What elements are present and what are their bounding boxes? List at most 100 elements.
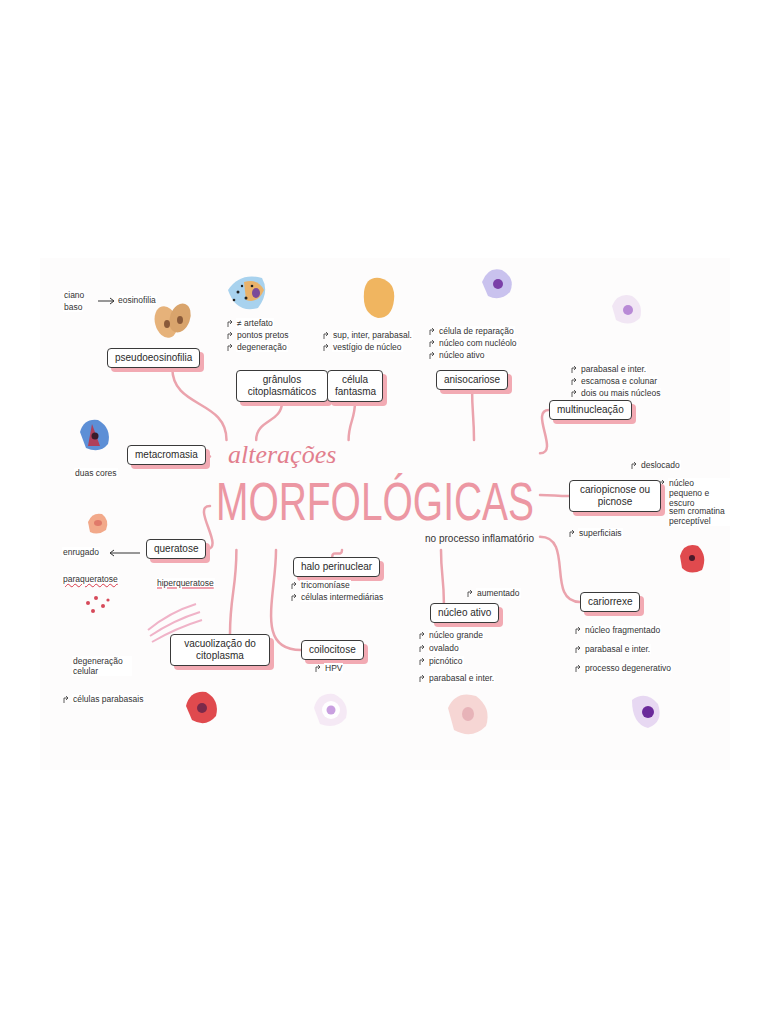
paper-sheet [40, 258, 730, 770]
note-text: sem cromatina perceptível [668, 506, 730, 526]
topic-text: vacuolização do citoplasma [178, 638, 262, 662]
note-text: degeneração celular [72, 656, 132, 676]
topic-box: cariopicnose ou picnose [569, 480, 661, 512]
topic-box: grânulos citoplasmáticos [236, 370, 328, 402]
note-text: núcleo pequeno e escuro [668, 478, 730, 509]
bullet-arrow [316, 665, 320, 672]
bullet-arrow [292, 582, 296, 589]
note-text: células parabasais [72, 694, 144, 704]
topic-box: coilocitose [301, 640, 364, 660]
note-text: vestígio de núcleo [332, 342, 403, 352]
branch-line [332, 550, 342, 557]
title-main: MORFOLÓGICAS [216, 470, 534, 532]
topic-text: queratose [154, 543, 198, 555]
branch-line [256, 402, 282, 440]
branch-line [349, 402, 355, 440]
note-text: HPV [324, 663, 343, 673]
bullet-arrow [324, 332, 328, 339]
note-text: parabasal e inter. [428, 673, 495, 683]
note-text: ≠ artefato [236, 318, 274, 328]
bullet-arrow [228, 332, 232, 339]
note-text: pontos pretos [236, 330, 290, 340]
bullet-arrow [430, 340, 434, 347]
topic-text: núcleo ativo [438, 607, 491, 619]
bullet-arrow [64, 696, 68, 703]
bullet-arrow [430, 352, 434, 359]
topic-text: cariorrexe [588, 596, 632, 608]
note-text: aumentado [476, 588, 521, 598]
topic-text: anisocariose [444, 374, 500, 386]
note-text: baso [63, 302, 83, 312]
bullet-arrow [324, 344, 328, 351]
topic-box: pseudoeosinofilia [107, 348, 200, 368]
bullet-arrow [632, 462, 636, 469]
bullet-arrow [576, 627, 580, 634]
bullet-arrow [572, 366, 576, 373]
note-text: picnótico [428, 656, 464, 666]
branch-line [540, 495, 569, 496]
note-text: escamosa e colunar [580, 376, 658, 386]
bullet-arrow [572, 390, 576, 397]
topic-box: anisocariose [436, 370, 508, 390]
topic-text: cariopicnose ou picnose [577, 484, 653, 508]
note-text: superficiais [578, 528, 623, 538]
note-text: hiperqueratose [156, 578, 215, 588]
bullet-arrow [228, 344, 232, 351]
bullet-arrow [420, 645, 424, 652]
central-topic: alteraçõesMORFOLÓGICASno processo inflam… [210, 440, 540, 550]
subtitle: no processo inflamatório [425, 533, 534, 544]
note-text: ovalado [428, 643, 460, 653]
topic-text: pseudoeosinofilia [115, 352, 192, 364]
topic-box: queratose [146, 539, 206, 559]
branch-line [540, 410, 549, 453]
note-text: ciano [63, 290, 85, 300]
bullet-arrow [430, 328, 434, 335]
note-text: parabasal e inter. [580, 364, 647, 374]
note-text: eosinofilia [117, 295, 157, 305]
note-text: deslocado [640, 460, 681, 470]
topic-box: metacromasia [127, 445, 206, 465]
branch-line [472, 390, 474, 440]
note-text: parabasal e inter. [584, 644, 651, 654]
bullet-arrow [420, 675, 424, 682]
topic-text: coilocitose [309, 644, 356, 656]
topic-box: núcleo ativo [430, 603, 499, 623]
bullet-arrow [576, 665, 580, 672]
bullet-arrow [572, 378, 576, 385]
topic-text: multinucleação [557, 404, 624, 416]
note-text: núcleo grande [428, 630, 484, 640]
bullet-arrow [420, 658, 424, 665]
branch-line [206, 455, 210, 457]
topic-box: halo perinuclear [293, 557, 380, 577]
branch-line [441, 550, 444, 603]
topic-box: cariorrexe [580, 592, 640, 612]
topic-text: grânulos citoplasmáticos [244, 374, 320, 398]
branch-line [172, 368, 226, 440]
bullet-arrow [468, 590, 472, 597]
topic-box: célula fantasma [327, 370, 383, 402]
note-text: paraqueratose [62, 574, 119, 584]
note-text: duas cores [74, 468, 118, 478]
note-text: processo degenerativo [584, 663, 672, 673]
note-text: células intermediárias [300, 592, 384, 602]
note-text: núcleo com nucléolo [438, 338, 518, 348]
topic-box: vacuolização do citoplasma [170, 634, 270, 666]
bullet-arrow [292, 594, 296, 601]
note-text: núcleo ativo [438, 350, 485, 360]
note-text: enrugado [62, 547, 100, 557]
note-text: célula de reparação [438, 326, 515, 336]
topic-text: halo perinuclear [301, 561, 372, 573]
title-script: alterações [228, 440, 336, 470]
note-text: dois ou mais núcleos [580, 388, 661, 398]
note-text: tricomoníase [300, 580, 351, 590]
note-text: degeneração [236, 342, 288, 352]
topic-text: metacromasia [135, 449, 198, 461]
bullet-arrow [570, 530, 574, 537]
note-text: núcleo fragmentado [584, 625, 661, 635]
bullet-arrow [228, 320, 232, 327]
bullet-arrow [420, 632, 424, 639]
topic-box: multinucleação [549, 400, 632, 420]
topic-text: célula fantasma [335, 374, 375, 398]
branch-line [540, 537, 580, 602]
